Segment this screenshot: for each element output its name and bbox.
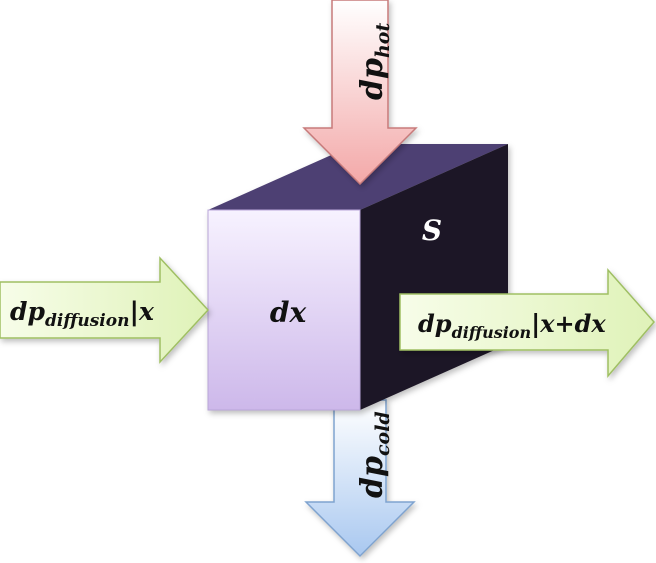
diffusion-in-label: dpdiffusion|x: [10, 297, 155, 331]
diffusion-out-arrow: [399, 268, 655, 379]
control-volume-cube: [207, 144, 508, 411]
cold-flux-arrow: [304, 399, 416, 558]
hot-flux-label: dphot: [355, 23, 394, 100]
diffusion-out-label: dpdiffusion|x+dx: [418, 309, 606, 342]
cold-flux-label: dpcold: [355, 411, 394, 498]
cube-front-face: [207, 209, 361, 411]
cube-front-label: dx: [270, 296, 307, 329]
hot-flux-arrow: [302, 0, 418, 186]
cube-side-label: S: [422, 214, 442, 247]
diffusion-in-arrow: [0, 256, 210, 364]
